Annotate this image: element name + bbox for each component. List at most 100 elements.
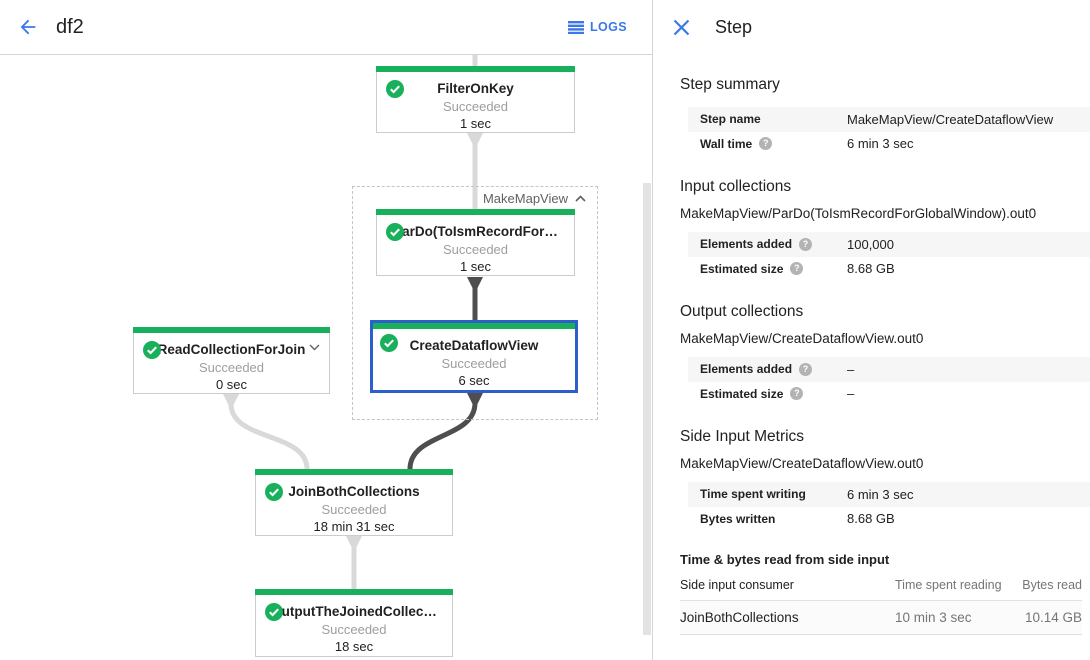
table-cell: 10 min 3 sec <box>895 600 1020 635</box>
check-circle-icon <box>386 223 404 241</box>
kv-value: – <box>847 386 855 402</box>
kv-row: Bytes written 8.68 GB <box>688 507 1090 532</box>
node-title: ReadCollectionForJoin <box>157 342 306 357</box>
section-side-input-metrics: Side Input Metrics MakeMapView/CreateDat… <box>680 428 1090 531</box>
help-icon[interactable] <box>759 137 773 151</box>
node-status: Succeeded <box>441 356 507 371</box>
header-divider <box>0 54 1090 55</box>
kv-row: Estimated size 8.68 GB <box>688 257 1090 282</box>
node-title: FilterOnKey <box>437 81 514 96</box>
panel-divider <box>652 0 653 660</box>
check-circle-icon <box>143 341 161 359</box>
help-icon[interactable] <box>799 237 813 251</box>
help-icon[interactable] <box>790 262 804 276</box>
kv-label: Bytes written <box>700 511 776 526</box>
column-header: Bytes read <box>1020 575 1082 601</box>
collection-name: MakeMapView/ParDo(ToIsmRecordForGlobalWi… <box>680 206 1037 221</box>
close-panel-button[interactable] <box>661 7 701 47</box>
step-node-filteronkey[interactable]: FilterOnKey Succeeded 1 sec <box>376 66 575 133</box>
table-header-row: Side input consumer Time spent reading B… <box>680 575 1082 601</box>
step-node-outputthejoinedcollection[interactable]: OutputTheJoinedCollec… Succeeded 18 sec <box>255 589 453 657</box>
node-status: Succeeded <box>321 502 387 517</box>
logs-icon <box>567 20 584 34</box>
check-circle-icon <box>265 603 283 621</box>
step-node-pardo-toismrecord[interactable]: ParDo(ToIsmRecordFor… Succeeded 1 sec <box>376 209 575 276</box>
job-title: df2 <box>56 15 84 38</box>
kv-value: 6 min 3 sec <box>847 486 914 502</box>
help-icon[interactable] <box>790 387 804 401</box>
composite-step-group-makemapview <box>352 186 598 420</box>
node-status-bar <box>373 323 575 329</box>
table-cell: 10.14 GB <box>1020 600 1082 635</box>
chevron-up-icon <box>575 195 586 202</box>
job-toolbar: df2 LOGS <box>0 0 653 54</box>
node-status-bar <box>255 589 453 595</box>
group-label-makemapview[interactable]: MakeMapView <box>352 191 598 206</box>
collection-name: MakeMapView/CreateDataflowView.out0 <box>680 331 924 346</box>
chevron-down-icon[interactable] <box>309 344 320 351</box>
close-icon <box>673 19 689 35</box>
job-graph-canvas[interactable]: MakeMapView FilterOnKey Succeeded 1 sec … <box>0 55 652 660</box>
kv-label: Elements added <box>700 237 847 251</box>
check-circle-icon <box>380 334 398 352</box>
kv-label: Wall time <box>700 137 847 151</box>
graph-edges <box>223 55 483 589</box>
panel-title: Step <box>715 16 753 37</box>
table-cell: JoinBothCollections <box>680 600 895 635</box>
section-heading: Output collections <box>680 303 804 320</box>
panel-header: Step <box>653 0 1090 54</box>
node-status-bar <box>376 66 575 72</box>
back-button[interactable] <box>8 7 48 47</box>
kv-row: Elements added 100,000 <box>688 232 1090 257</box>
table-heading: Time & bytes read from side input <box>680 552 890 567</box>
graph-vertical-scrollbar[interactable] <box>643 183 651 635</box>
section-step-summary: Step summary Step name MakeMapView/Creat… <box>680 76 1090 156</box>
back-arrow-icon <box>20 19 36 35</box>
kv-label: Step name <box>700 112 761 127</box>
section-heading: Input collections <box>680 178 792 195</box>
logs-button[interactable]: LOGS <box>567 0 627 54</box>
column-header: Time spent reading <box>895 575 1020 601</box>
table-row: JoinBothCollections 10 min 3 sec 10.14 G… <box>680 600 1082 635</box>
section-input-collections: Input collections MakeMapView/ParDo(ToIs… <box>680 178 1090 281</box>
check-circle-icon <box>265 483 283 501</box>
kv-value: MakeMapView/CreateDataflowView <box>847 111 1054 127</box>
node-time: 6 sec <box>458 373 490 388</box>
column-header: Side input consumer <box>680 575 895 601</box>
step-node-joinbothcollections[interactable]: JoinBothCollections Succeeded 18 min 31 … <box>255 469 453 536</box>
node-time: 1 sec <box>459 116 492 131</box>
kv-value: – <box>847 361 855 377</box>
panel-body: Step summary Step name MakeMapView/Creat… <box>653 76 1090 635</box>
kv-label: Estimated size <box>700 387 847 401</box>
kv-label: Elements added <box>700 362 847 376</box>
kv-row: Time spent writing 6 min 3 sec <box>688 482 1090 507</box>
kv-row: Elements added – <box>688 357 1090 382</box>
step-details-panel: Step Step summary Step name MakeMapView/… <box>653 0 1090 660</box>
help-icon[interactable] <box>799 362 813 376</box>
section-side-input-table: Time & bytes read from side input Side i… <box>680 552 1090 635</box>
collection-name: MakeMapView/CreateDataflowView.out0 <box>680 456 924 471</box>
node-title: CreateDataflowView <box>409 338 539 353</box>
node-status-bar <box>376 209 575 215</box>
node-title: OutputTheJoinedCollec… <box>271 604 437 619</box>
node-status-bar <box>133 327 330 333</box>
section-heading: Step summary <box>680 76 780 93</box>
node-time: 18 min 31 sec <box>313 519 395 534</box>
node-status: Succeeded <box>321 622 387 637</box>
node-status: Succeeded <box>198 360 265 375</box>
step-node-createdataflowview[interactable]: CreateDataflowView Succeeded 6 sec <box>370 320 578 393</box>
check-circle-icon <box>386 80 404 98</box>
section-heading: Side Input Metrics <box>680 428 805 445</box>
node-time: 1 sec <box>459 259 492 274</box>
kv-value: 8.68 GB <box>847 511 895 527</box>
node-status: Succeeded <box>442 99 509 114</box>
kv-value: 6 min 3 sec <box>847 136 914 152</box>
kv-row: Wall time 6 min 3 sec <box>688 132 1090 157</box>
kv-value: 8.68 GB <box>847 261 895 277</box>
node-time: 18 sec <box>334 639 374 654</box>
kv-value: 100,000 <box>847 236 894 252</box>
kv-label: Time spent writing <box>700 487 806 502</box>
side-input-table: Side input consumer Time spent reading B… <box>680 575 1082 635</box>
section-output-collections: Output collections MakeMapView/CreateDat… <box>680 303 1090 406</box>
step-node-readcollectionforjoin[interactable]: ReadCollectionForJoin Succeeded 0 sec <box>133 327 330 394</box>
